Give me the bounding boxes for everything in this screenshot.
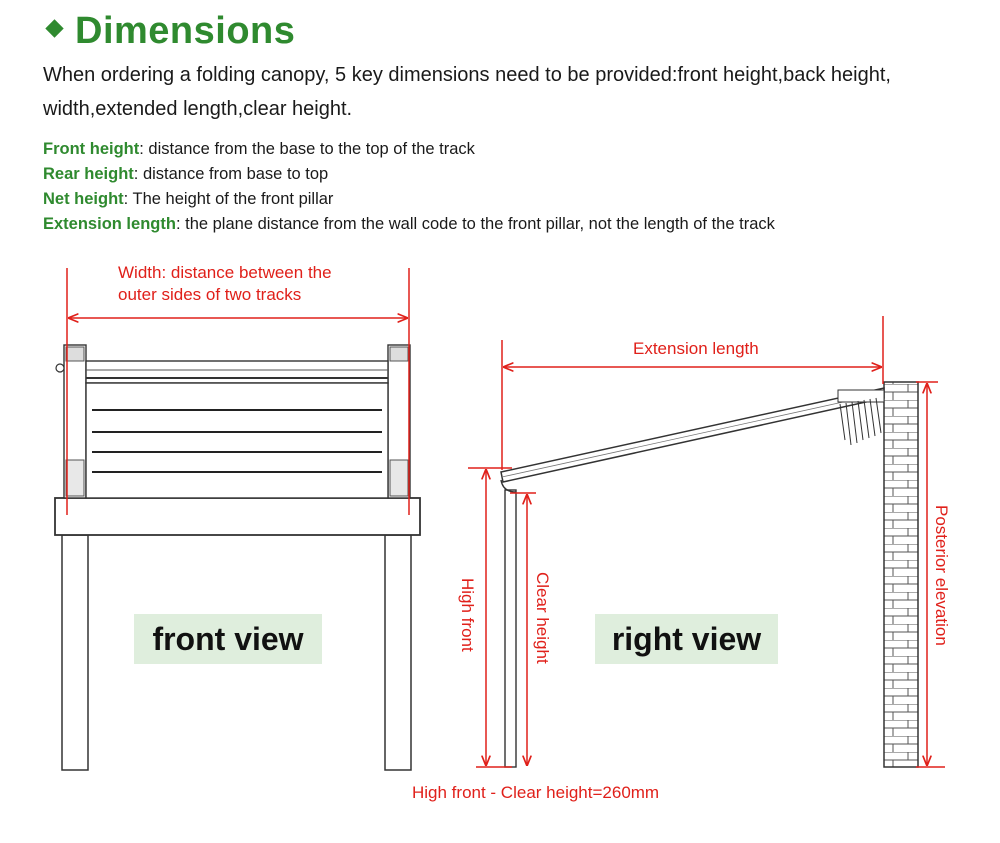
clear-height-label: Clear height <box>533 572 552 664</box>
high-front-label: High front <box>458 578 477 652</box>
extension-length-label: Extension length <box>633 339 759 358</box>
intro-paragraph: When ordering a folding canopy, 5 key di… <box>43 64 891 120</box>
posterior-elevation-label: Posterior elevation <box>932 505 951 646</box>
front-pillar <box>504 489 517 768</box>
definition-net-height: Net height: The height of the front pill… <box>43 190 334 208</box>
front-view-drawing: Width: distance between the outer sides … <box>54 263 421 771</box>
front-view-label: front view <box>134 614 322 664</box>
right-view-drawing: Extension length High front Clear height… <box>458 316 951 768</box>
brick-wall <box>883 381 919 768</box>
right-view-label: right view <box>595 614 778 664</box>
title-text: Dimensions <box>75 10 296 52</box>
top-rail <box>85 360 389 384</box>
definitions-list: Front height: distance from the base to … <box>43 137 775 237</box>
definition-rear-height: Rear height: distance from base to top <box>43 165 329 183</box>
definition-front-height: Front height: distance from the base to … <box>43 140 475 158</box>
height-difference-note: High front - Clear height=260mm <box>412 783 659 802</box>
page-title: Dimensions <box>40 10 295 53</box>
width-label-line2: outer sides of two tracks <box>118 285 301 304</box>
right-leg <box>384 534 412 771</box>
left-leg <box>61 534 89 771</box>
width-label-line1: Width: distance between the <box>118 263 332 282</box>
front-beam <box>54 497 421 536</box>
canopy-panel <box>85 382 389 499</box>
definition-extension-length: Extension length: the plane distance fro… <box>43 215 775 233</box>
